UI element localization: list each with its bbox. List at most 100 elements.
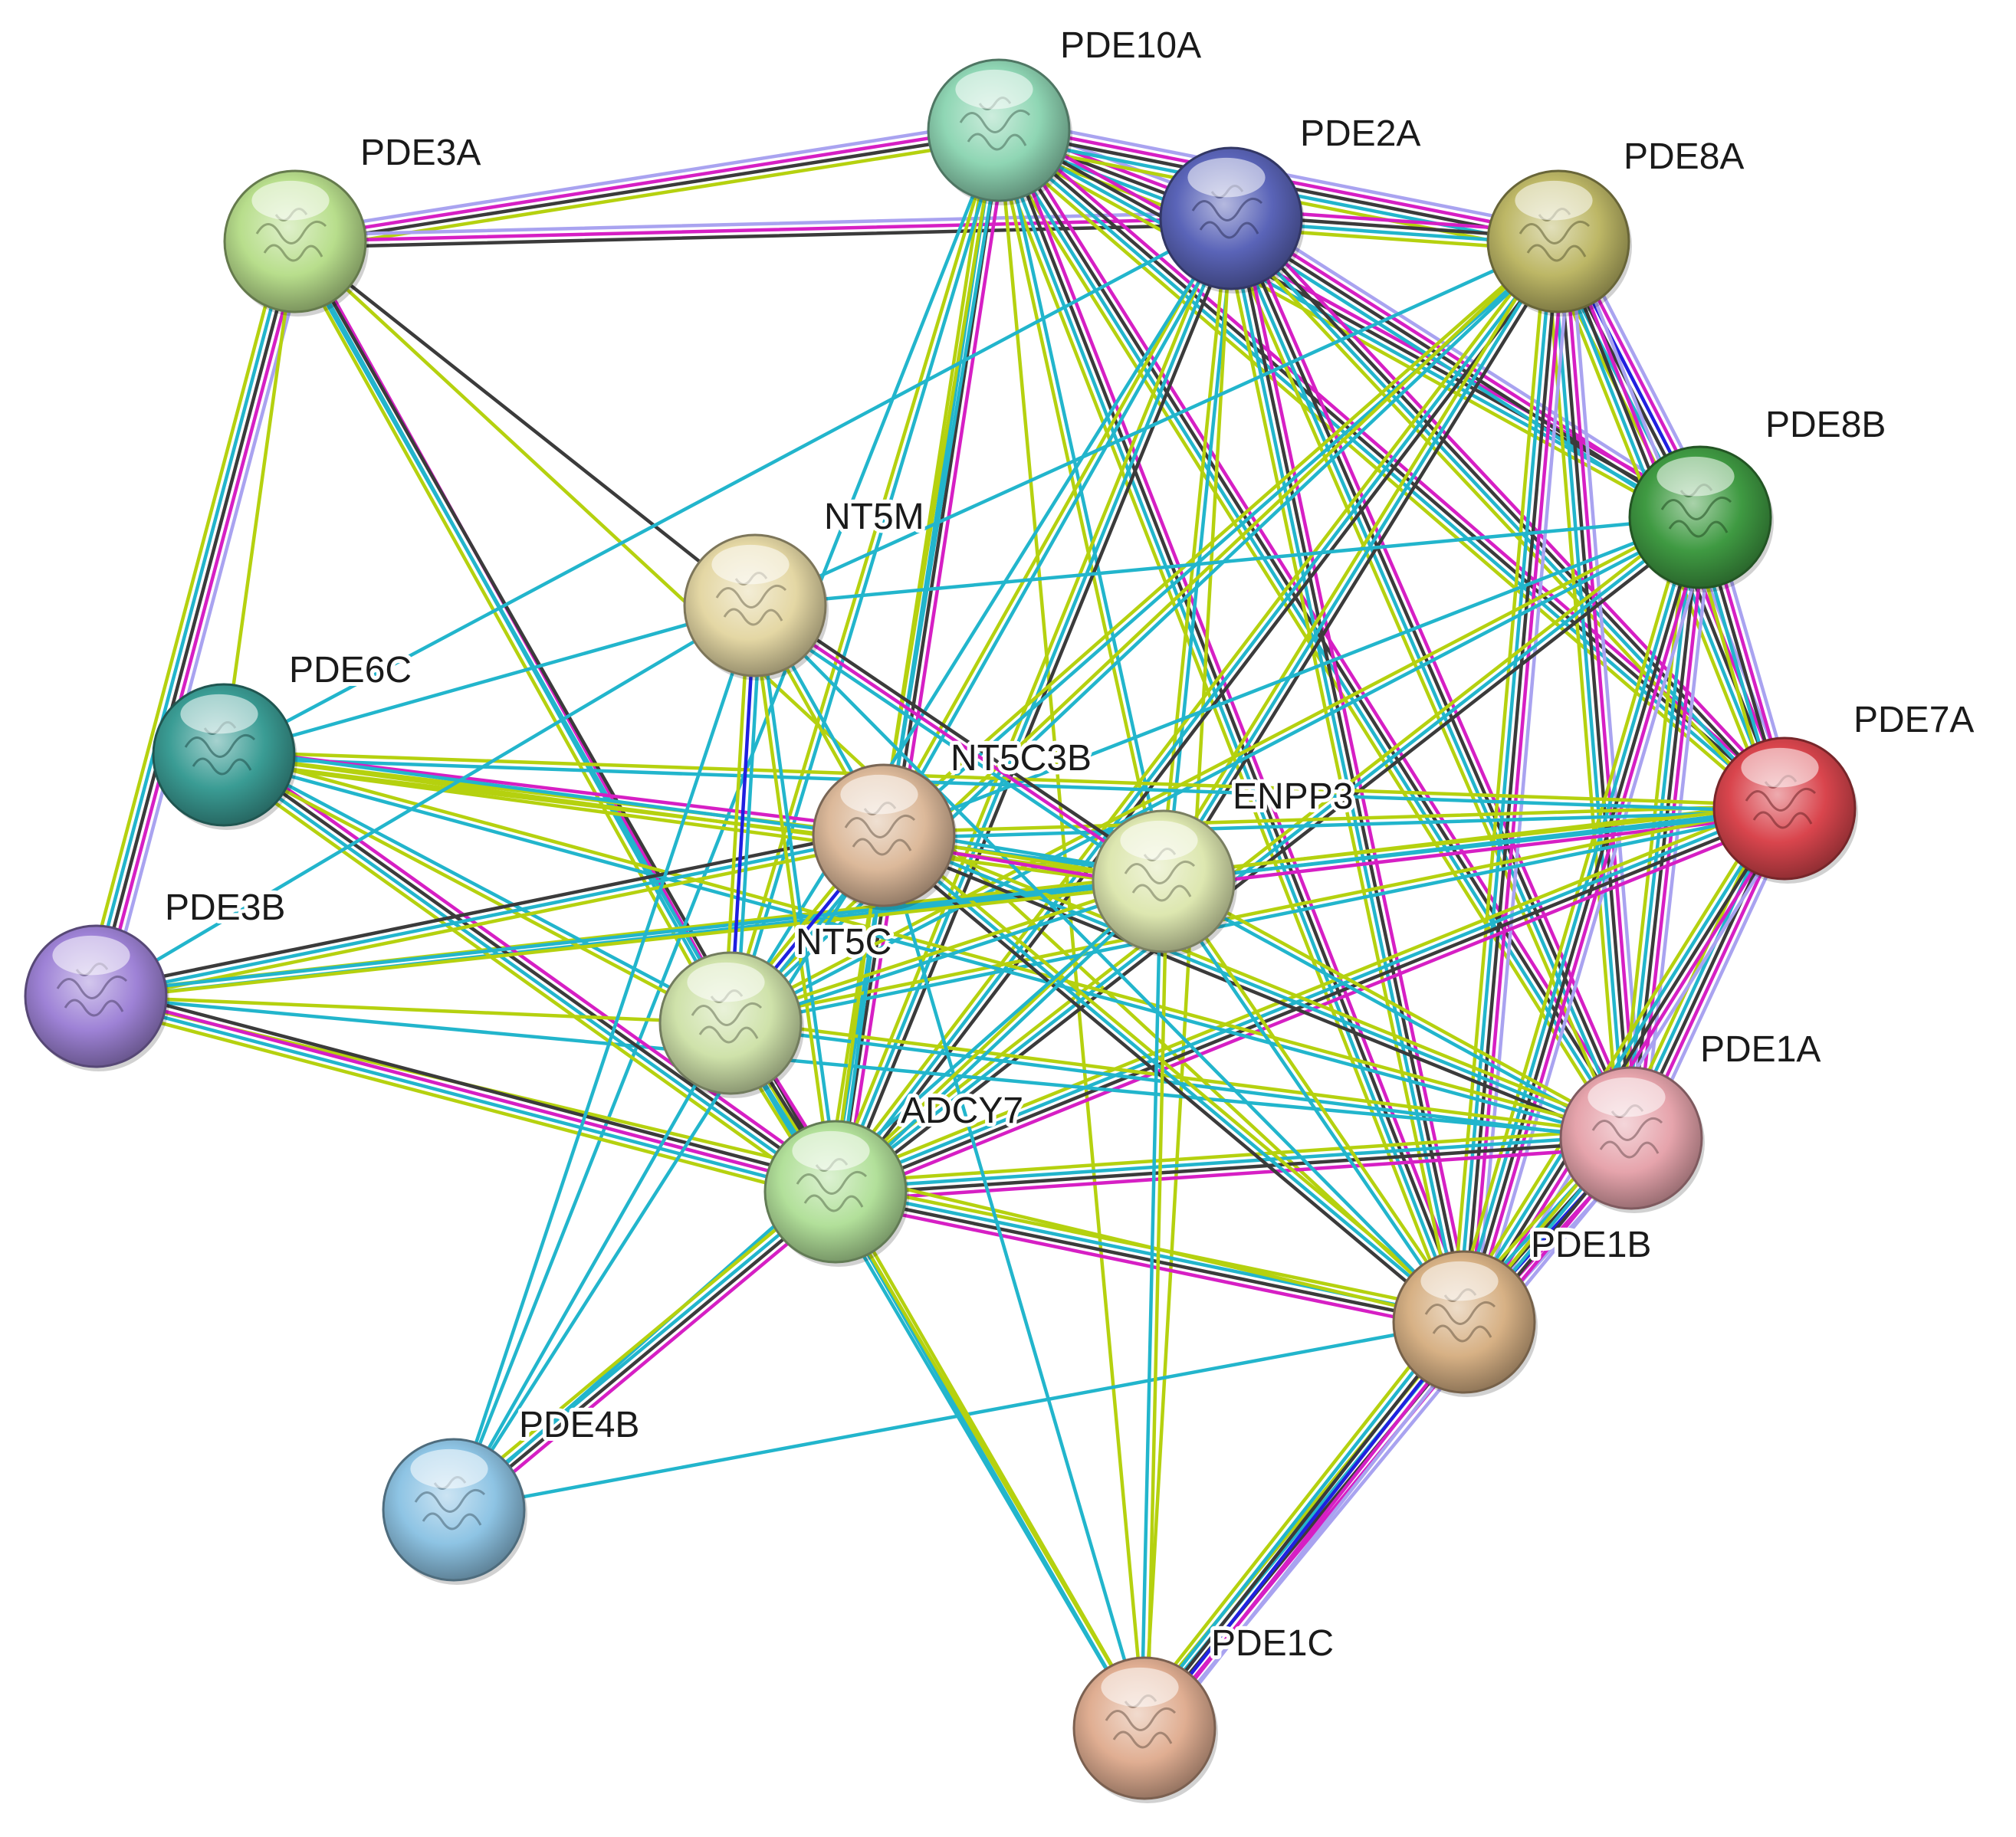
edge-line-lime xyxy=(94,882,1166,1002)
node-pde1a[interactable]: PDE1A xyxy=(1559,1025,1824,1213)
edge-line-cyan xyxy=(832,804,1785,1191)
edge-line-lime xyxy=(221,759,1165,890)
node-pde2a[interactable]: PDE2A xyxy=(1159,110,1424,294)
edge-line-black xyxy=(293,239,757,608)
edge-line-lime xyxy=(725,127,998,1025)
edge-pde6c-nt5c xyxy=(220,750,734,1028)
edge-pde1c-nt5c3b xyxy=(882,833,1147,1730)
node-pde7a[interactable]: PDE7A xyxy=(1712,696,1978,884)
edge-line-cyan xyxy=(223,750,734,1022)
edge-line-lime xyxy=(1163,877,1635,1137)
node-adcy7[interactable]: ADCY7 xyxy=(763,1087,1027,1267)
node-pde8a[interactable]: PDE8A xyxy=(1486,133,1748,317)
edge-line-lime xyxy=(988,132,1458,1327)
edge-pde6c-adcy7 xyxy=(216,745,843,1202)
edge-line-lime xyxy=(829,235,1555,1190)
edge-pde7a-nt5c3b xyxy=(882,803,1787,841)
node-enpp3[interactable]: ENPP3 xyxy=(1092,773,1357,956)
node-highlight xyxy=(792,1130,870,1171)
node-pde1c[interactable]: PDE1C xyxy=(1072,1619,1338,1803)
edge-line-cyan xyxy=(729,882,1167,1028)
edge-line-lime xyxy=(1450,512,1690,1320)
edge-line-lime xyxy=(91,1003,836,1202)
edge-line-lime xyxy=(82,236,285,996)
edge-line-lime xyxy=(727,513,1701,1022)
edge-line-black xyxy=(879,839,1631,1146)
edge-line-cyan xyxy=(1456,239,1555,1324)
edge-pde8b-pde1b xyxy=(1450,512,1714,1327)
edge-line-cyan xyxy=(451,128,1001,1512)
node-label-pde2a: PDE2A xyxy=(1300,113,1420,154)
node-nt5c[interactable]: NT5C xyxy=(658,918,895,1098)
edge-nt5m-adcy7 xyxy=(750,603,841,1194)
edge-line-cyan xyxy=(728,216,1233,1025)
edge-line-cyan xyxy=(833,1133,1633,1191)
edge-line-cyan xyxy=(882,833,1147,1730)
node-highlight xyxy=(1101,1667,1179,1707)
edge-pde8a-adcy7 xyxy=(829,235,1565,1198)
nodes-layer: PDE10A PDE2A PDE8A PDE3A PDE8B NT5M PDE6C PDE7A… xyxy=(24,21,1978,1803)
node-pde3b[interactable]: PDE3B xyxy=(24,884,289,1071)
edge-line-black xyxy=(224,750,839,1191)
node-label-pde8a: PDE8A xyxy=(1624,136,1744,177)
edges-layer xyxy=(82,116,1798,1740)
node-pde6c[interactable]: PDE6C xyxy=(152,646,415,830)
edge-line-lime xyxy=(220,756,731,1028)
edge-nt5m-enpp3 xyxy=(750,599,1169,888)
edge-line-black xyxy=(839,218,1239,1196)
edge-nt5m-pde4b xyxy=(451,603,757,1512)
node-label-pde8b: PDE8B xyxy=(1765,405,1886,445)
node-pde10a[interactable]: PDE10A xyxy=(927,21,1205,205)
edge-line-magenta xyxy=(753,603,1166,884)
node-nt5m[interactable]: NT5M xyxy=(683,493,928,681)
edge-line-lavender xyxy=(1234,208,1707,512)
node-label-pde3b: PDE3B xyxy=(165,887,285,928)
edge-line-cyan xyxy=(93,997,837,1197)
edge-pde8a-nt5m xyxy=(753,239,1561,608)
edge-line-black xyxy=(1231,215,1789,809)
edge-line-cyan xyxy=(836,881,1167,1196)
edge-line-cyan xyxy=(222,603,757,757)
node-highlight xyxy=(711,544,790,585)
edge-line-black xyxy=(878,838,1463,1329)
node-label-pde1b: PDE1B xyxy=(1531,1225,1651,1265)
edge-line-lime xyxy=(222,750,1634,1137)
edge-line-cyan xyxy=(882,833,1466,1324)
edge-pde10a-pde1c xyxy=(997,128,1147,1730)
edge-line-lime xyxy=(1164,877,1469,1322)
edge-line-lime xyxy=(1156,236,1555,881)
node-pde3a[interactable]: PDE3A xyxy=(223,129,484,317)
node-highlight xyxy=(52,935,130,976)
edge-line-lime xyxy=(993,129,1163,884)
edge-line-lavender xyxy=(1474,519,1714,1327)
node-label-pde4b: PDE4B xyxy=(519,1405,639,1445)
edge-line-lime xyxy=(832,1127,1633,1185)
edge-pde3b-nt5c3b xyxy=(93,827,887,1005)
edge-line-cyan xyxy=(1159,881,1463,1326)
node-highlight xyxy=(1656,456,1735,497)
node-pde1b[interactable]: PDE1B xyxy=(1392,1221,1655,1397)
edge-nt5c-pde4b xyxy=(451,1021,733,1512)
edge-line-black xyxy=(834,1139,1633,1197)
edge-line-lime xyxy=(830,798,1783,1186)
edge-nt5m-pde8b xyxy=(753,515,1702,608)
node-highlight xyxy=(1588,1077,1666,1117)
edge-line-cyan xyxy=(833,239,1561,1194)
node-nt5c3b[interactable]: NT5C3B xyxy=(812,734,1095,910)
edge-line-lavender xyxy=(1568,238,1646,1139)
edge-line-magenta xyxy=(100,241,303,1000)
edge-line-black xyxy=(1227,219,1701,522)
edge-line-lime xyxy=(1452,800,1776,1317)
node-pde4b[interactable]: PDE4B xyxy=(382,1401,643,1585)
edge-pde3b-adcy7 xyxy=(91,986,840,1202)
edge-line-cyan xyxy=(1164,217,1236,884)
node-label-pde3a: PDE3A xyxy=(360,133,481,173)
edge-nt5c3b-pde4b xyxy=(451,833,886,1512)
edge-adcy7-pde4b xyxy=(446,1183,843,1519)
edge-pde3b-nt5m xyxy=(94,603,757,999)
edge-line-magenta xyxy=(1236,210,1794,805)
edge-pde1a-adcy7 xyxy=(832,1127,1634,1203)
node-pde8b[interactable]: PDE8B xyxy=(1628,401,1890,592)
edge-line-cyan xyxy=(882,809,1787,841)
